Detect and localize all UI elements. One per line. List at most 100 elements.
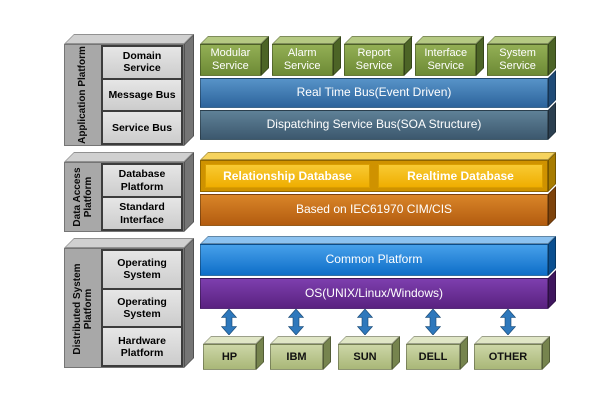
cell-hardware-platform: Hardware Platform xyxy=(101,326,183,368)
dispatching-service-bus-label: Dispatching Service Bus(SOA Structure) xyxy=(266,117,482,132)
box-right-face xyxy=(392,336,400,370)
box-top-face xyxy=(271,36,341,44)
cell-service-bus: Service Bus xyxy=(101,110,183,146)
bar-right-face xyxy=(548,102,556,140)
vendor-box-dell: DELL xyxy=(406,336,468,370)
double-arrow-icon xyxy=(220,308,238,336)
real-time-bus-label: Real Time Bus(Event Driven) xyxy=(296,85,452,100)
data-access-platform-panel: Data Access Platform Database Platform S… xyxy=(64,152,194,232)
report-service-label: Report Service xyxy=(355,47,393,72)
bar-front-face: Based on IEC61970 CIM/CIS xyxy=(200,194,548,226)
modular-service-box: Modular Service xyxy=(200,36,269,76)
vendor-other-label: OTHER xyxy=(488,350,528,363)
os-bar: OS(UNIX/Linux/Windows) xyxy=(200,270,556,309)
data-access-platform-title: Data Access Platform xyxy=(71,167,95,227)
box-front-face: Report Service xyxy=(343,44,405,76)
panel-cells: Database Platform Standard Interface xyxy=(101,163,183,231)
box-top-face xyxy=(406,336,468,344)
box-right-face xyxy=(323,336,331,370)
box-front-face: OTHER xyxy=(474,344,542,370)
distributed-system-platform-title: Distributed System Platform xyxy=(71,263,95,355)
double-arrow-icon xyxy=(287,308,305,336)
double-arrow-icon xyxy=(424,308,442,336)
alarm-service-box: Alarm Service xyxy=(271,36,341,76)
cell-message-bus: Message Bus xyxy=(101,77,183,113)
box-top-face xyxy=(203,336,264,344)
box-top-face xyxy=(270,336,331,344)
box-top-face xyxy=(200,36,269,44)
bar-front-face: Common Platform xyxy=(200,244,548,276)
alarm-service-label: Alarm Service xyxy=(283,47,321,72)
bar-front-face: Relationship Database Realtime Database xyxy=(200,160,548,192)
box-front-face: SUN xyxy=(338,344,392,370)
vendor-box-hp: HP xyxy=(203,336,264,370)
panel-cells: Operating System Operating System Hardwa… xyxy=(101,249,183,368)
panel-front-face: Data Access Platform Database Platform S… xyxy=(64,162,184,232)
vendor-sun-label: SUN xyxy=(353,350,377,363)
bar-top-face xyxy=(200,236,556,244)
cell-domain-service: Domain Service xyxy=(101,45,183,80)
distributed-system-platform-panel: Distributed System Platform Operating Sy… xyxy=(64,238,194,368)
service-boxes-row: Modular Service Alarm Service Report Ser… xyxy=(200,36,556,76)
application-platform-title: Application Platform xyxy=(77,46,89,144)
vendor-box-other: OTHER xyxy=(474,336,550,370)
application-platform-panel: Application Platform Domain Service Mess… xyxy=(64,34,194,146)
cell-database-platform: Database Platform xyxy=(101,163,183,198)
box-top-face xyxy=(343,36,413,44)
panel-front-face: Application Platform Domain Service Mess… xyxy=(64,44,184,146)
panel-cells: Domain Service Message Bus Service Bus xyxy=(101,45,183,146)
os-label: OS(UNIX/Linux/Windows) xyxy=(304,285,444,300)
panel-top-face xyxy=(64,34,194,44)
panel-front-face: Distributed System Platform Operating Sy… xyxy=(64,248,184,368)
report-service-box: Report Service xyxy=(343,36,413,76)
double-arrow-icon xyxy=(499,308,517,336)
system-service-box: System Service xyxy=(487,36,556,76)
box-front-face: System Service xyxy=(487,44,548,76)
vendor-box-sun: SUN xyxy=(338,336,400,370)
box-right-face xyxy=(404,36,413,76)
common-platform-label: Common Platform xyxy=(325,252,423,267)
box-front-face: Modular Service xyxy=(200,44,261,76)
box-right-face xyxy=(476,36,485,76)
iec-base-label: Based on IEC61970 CIM/CIS xyxy=(295,202,453,217)
cell-operating-system-2: Operating System xyxy=(101,287,183,329)
database-cells: Relationship Database Realtime Database xyxy=(201,161,547,191)
realtime-database-cell: Realtime Database xyxy=(378,164,543,188)
real-time-bus-bar: Real Time Bus(Event Driven) xyxy=(200,70,556,108)
box-right-face xyxy=(542,336,550,370)
vendor-hp-label: HP xyxy=(221,350,238,363)
system-service-label: System Service xyxy=(499,47,536,72)
panel-top-face xyxy=(64,238,194,248)
vendor-ibm-label: IBM xyxy=(286,350,307,363)
bar-right-face xyxy=(548,270,556,309)
box-front-face: Interface Service xyxy=(415,44,477,76)
bar-front-face: Dispatching Service Bus(SOA Structure) xyxy=(200,110,548,140)
box-top-face xyxy=(415,36,485,44)
panel-right-face xyxy=(184,238,194,368)
cell-operating-system-1: Operating System xyxy=(101,249,183,290)
vendor-dell-label: DELL xyxy=(418,350,448,363)
box-right-face xyxy=(460,336,468,370)
bar-front-face: OS(UNIX/Linux/Windows) xyxy=(200,278,548,309)
common-platform-bar: Common Platform xyxy=(200,236,556,276)
cell-standard-interface: Standard Interface xyxy=(101,196,183,231)
panel-top-face xyxy=(64,152,194,162)
relationship-database-cell: Relationship Database xyxy=(205,164,370,188)
box-front-face: Alarm Service xyxy=(271,44,333,76)
box-top-face xyxy=(487,36,556,44)
box-top-face xyxy=(474,336,550,344)
interface-service-box: Interface Service xyxy=(415,36,485,76)
box-right-face xyxy=(260,36,269,76)
modular-service-label: Modular Service xyxy=(210,47,251,72)
box-front-face: DELL xyxy=(406,344,460,370)
panel-right-face xyxy=(184,152,194,232)
panel-right-face xyxy=(184,34,194,146)
database-bar: Relationship Database Realtime Database xyxy=(200,152,556,192)
bar-front-face: Real Time Bus(Event Driven) xyxy=(200,78,548,108)
iec-base-bar: Based on IEC61970 CIM/CIS xyxy=(200,186,556,226)
bar-right-face xyxy=(548,186,556,226)
box-right-face xyxy=(332,36,341,76)
interface-service-label: Interface Service xyxy=(424,47,468,72)
box-top-face xyxy=(338,336,400,344)
